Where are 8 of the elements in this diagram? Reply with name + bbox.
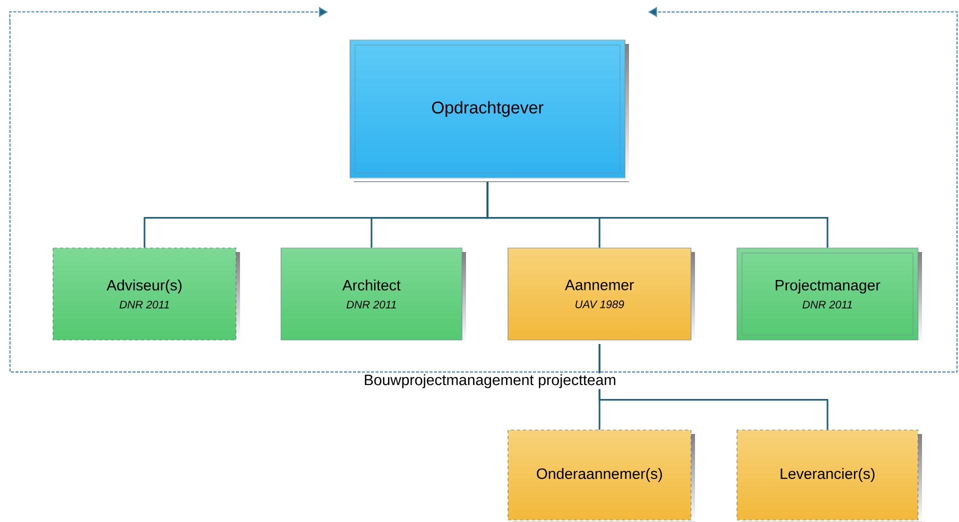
org-box: Leverancier(s) [736,430,922,522]
org-box: Architect DNR 2011 [280,248,466,344]
org-box: Opdrachtgever [350,40,629,182]
node-label: Bouwprojectmanagement projectteam [364,374,616,388]
org-box: Aannemer UAV 1989 [508,248,695,344]
org-box: Onderaannemer(s) [508,430,695,522]
org-box: Adviseur(s) DNR 2011 [52,248,240,344]
org-box: Projectmanager DNR 2011 [736,248,922,344]
